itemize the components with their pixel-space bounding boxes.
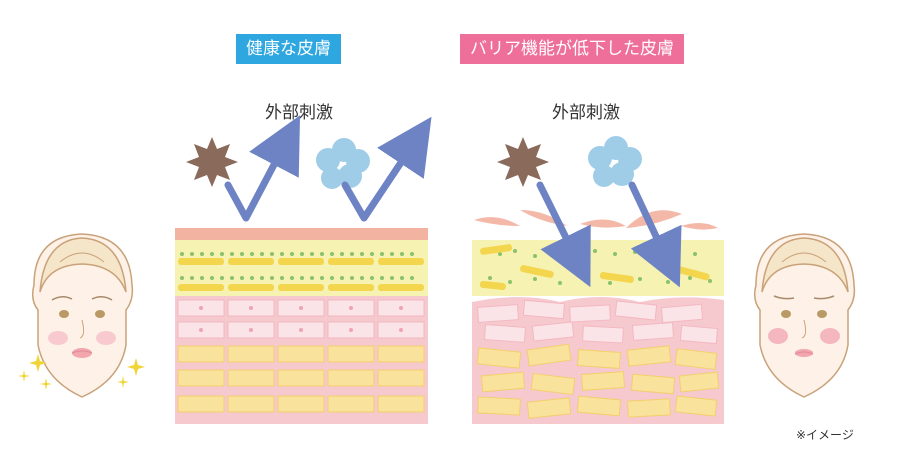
- troubled-face-illustration: [753, 233, 856, 398]
- cloud-icon: [316, 138, 370, 189]
- healthy-surface-layer: [175, 228, 428, 240]
- penetrate-arrow-icon-2: [628, 181, 682, 288]
- image-note: ※イメージ: [796, 428, 854, 442]
- healthy-lipid-bars: [178, 258, 424, 291]
- cloud-icon-2: [588, 136, 642, 187]
- spiky-star-icon: [186, 137, 238, 187]
- healthy-skin-label: 健康な皮膚: [236, 34, 341, 64]
- external-stimulus-label-right: 外部刺激: [552, 103, 620, 123]
- damaged-surface-flakes: [474, 210, 718, 230]
- damaged-lipid-layer: [472, 240, 724, 296]
- damaged-dermis-layer: [472, 297, 724, 424]
- healthy-lipid-dots: [180, 252, 414, 280]
- healthy-lipid-layer: [175, 240, 428, 296]
- penetrate-arrow-icon-1: [536, 181, 591, 288]
- spiky-star-icon-2: [497, 137, 549, 187]
- healthy-face-illustration: [31, 233, 134, 398]
- sparkle-icon: [18, 354, 145, 390]
- healthy-skin-block: [175, 228, 428, 424]
- healthy-dermis-layer: [175, 296, 428, 424]
- bounce-arrow-icon-2: [341, 116, 432, 222]
- bounce-arrow-icon-1: [224, 115, 301, 222]
- damaged-skin-label: バリア機能が低下した皮膚: [460, 34, 684, 64]
- damaged-skin-block: [472, 210, 724, 424]
